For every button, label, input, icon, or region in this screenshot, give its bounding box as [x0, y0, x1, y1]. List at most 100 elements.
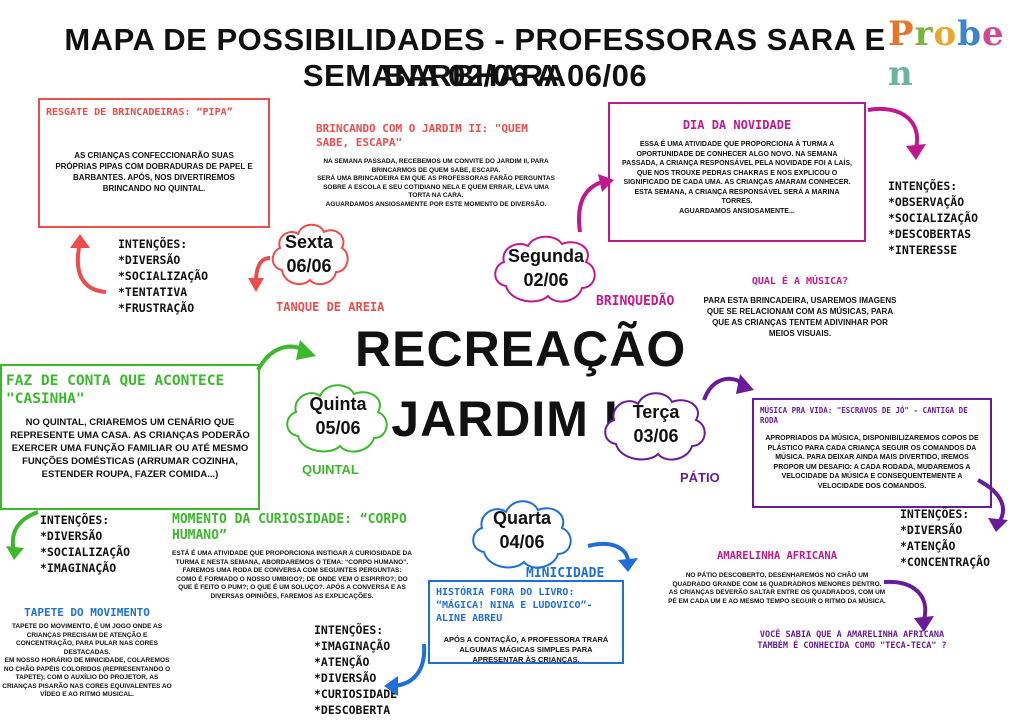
tapete-p1: TAPETE DO MOVIMENTO, É UM JOGO ONDE AS C… — [11, 623, 163, 656]
jardim2-p2: SERÁ UMA BRINCADEIRA EM QUE AS PROFESSOR… — [317, 175, 555, 199]
musica-title: QUAL É A MÚSICA? — [751, 276, 849, 287]
logo-letter: n — [888, 54, 914, 94]
intencao-item: *ATENÇÃO — [900, 539, 956, 553]
curiosidade-title: MOMENTO DA CURIOSIDADE: “CORPO HUMANO” — [172, 512, 407, 543]
novidade-title: DIA DA NOVIDADE — [682, 118, 792, 132]
intencao-item: *DIVERSÃO — [900, 523, 963, 537]
quinta-location: QUINTAL — [302, 462, 359, 477]
purple-arrow-bottom — [883, 579, 934, 632]
segunda-intencoes-label: INTENÇÕES: — [888, 179, 958, 193]
intencao-item: *SOCIALIZAÇÃO — [888, 211, 979, 225]
jardim2-p1: NA SEMANA PASSADA, RECEBEMOS UM CONVITE … — [323, 158, 549, 174]
amarelinha-p1: NO PÁTIO DESCOBERTO, DESENHAREMOS NO CHÃ… — [672, 572, 882, 588]
segunda-location: BRINQUEDÃO — [596, 294, 675, 309]
quarta-day-name: Quarta — [492, 508, 552, 528]
purple-arrow-right — [977, 478, 1008, 532]
terca-intencoes: INTENÇÕES: *DIVERSÃO *ATENÇÃO *CONCENTRAÇÃ… — [900, 506, 990, 570]
intencao-item: *TENTATIVA — [118, 285, 188, 299]
historia-card: HISTÓRIA FORA DO LIVRO: “MÁGICA! NINA E … — [428, 580, 624, 664]
sexta-day-cloud: Sexta 06/06 — [268, 218, 350, 290]
sexta-intencoes: INTENÇÕES: *DIVERSÃO *SOCIALIZAÇÃO *TENTAT… — [118, 236, 208, 316]
quarta-intencoes-list: *IMAGINAÇÃO*ATENÇÃO*DIVERSÃO*CURIOSIDADE… — [314, 638, 397, 718]
terca-day-date: 03/06 — [633, 426, 679, 446]
quarta-day-cloud: Quarta 04/06 — [468, 494, 576, 574]
proben-logo: Proben — [888, 14, 1024, 94]
sexta-location: TANQUE DE AREIA — [276, 300, 385, 314]
novidade-p1: ESSA É UMA ATIVIDADE QUE PROPORCIONA À T… — [622, 141, 852, 186]
intencao-item: *OBSERVAÇÃO — [888, 195, 965, 209]
quinta-intencoes-list: *DIVERSÃO*SOCIALIZAÇÃO*IMAGINAÇÃO — [40, 528, 130, 576]
logo-letter: b — [957, 14, 982, 54]
segunda-intencoes: INTENÇÕES: *OBSERVAÇÃO*SOCIALIZAÇÃO*DESC… — [888, 178, 978, 258]
terca-intencoes-list: *DIVERSÃO *ATENÇÃO *CONCENTRAÇÃO — [900, 522, 990, 570]
jardim2-p3: AGUARDAMOS ANSIOSAMENTE POR ESTE MOMENTO… — [325, 200, 547, 208]
purple-arrow-top — [702, 374, 754, 401]
sexta-intencoes-list: *DIVERSÃO *SOCIALIZAÇÃO *TENTATIVA *FRUSTRA… — [118, 252, 208, 316]
intencao-item: *INTERESSE — [888, 243, 958, 257]
quinta-intencoes: INTENÇÕES: *DIVERSÃO*SOCIALIZAÇÃO*IMAGIN… — [40, 512, 130, 576]
novidade-p3: AGUARDAMOS ANSIOSAMENTE... — [679, 207, 795, 215]
logo-letter: o — [933, 14, 958, 54]
amarelinha-title: AMARELINHA AFRICANA — [716, 550, 838, 562]
amarelinha-section: AMARELINHA AFRICANA NO PÁTIO DESCOBERTO,… — [668, 550, 886, 606]
terca-day-name: Terça — [632, 402, 680, 422]
musica-vida-title: MÚSICA PRA VIDA: "ESCRAVOS DE JÓ" - CANT… — [760, 406, 968, 425]
magenta-arrow-left — [577, 174, 614, 233]
intencao-item: *SOCIALIZAÇÃO — [40, 545, 131, 559]
intencao-item: *FRUSTRAÇÃO — [118, 301, 195, 315]
segunda-day-cloud: Segunda 02/06 — [490, 230, 602, 308]
musica-text: PARA ESTA BRINCADEIRA, USAREMOS IMAGENS … — [703, 296, 897, 338]
jardim2-section: BRINCANDO COM O JARDIM II: "QUEM SABE, E… — [316, 122, 556, 209]
red-arrow-left — [70, 234, 107, 294]
pipa-card: RESGATE DE BRINCADEIRAS: “PIPA” AS CRIAN… — [38, 98, 270, 228]
intencao-item: *DESCOBERTA — [314, 703, 391, 717]
intencao-item: *DIVERSÃO — [40, 529, 103, 543]
center-title-line-1: RECREAÇÃO — [355, 321, 687, 377]
curiosidade-p1: ESTÁ É UMA ATIVIDADE QUE PROPORCIONA INS… — [172, 550, 412, 566]
quarta-intencoes-label: INTENÇÕES: — [314, 623, 384, 637]
page-title-line-2: SEMANA 02/06 A 06/06 — [302, 58, 648, 93]
terca-intencoes-label: INTENÇÕES: — [900, 507, 970, 521]
sexta-intencoes-label: INTENÇÕES: — [118, 237, 188, 251]
novidade-p2: ESTA SEMANA, A CRIANÇA RESPONSÁVEL SERÁ … — [634, 188, 840, 206]
quarta-intencoes: INTENÇÕES: *IMAGINAÇÃO*ATENÇÃO*DIVERSÃO*… — [314, 622, 397, 718]
page-title-line-1: MAPA DE POSSIBILIDADES - PROFESSORAS SAR… — [64, 22, 886, 93]
quinta-day-name: Quinta — [309, 394, 367, 414]
magenta-arrow-right — [867, 106, 926, 160]
quarta-location: MINICIDADE — [526, 566, 605, 581]
segunda-intencoes-list: *OBSERVAÇÃO*SOCIALIZAÇÃO*DESCOBERTAS*INT… — [888, 194, 978, 258]
musica-vida-card: MÚSICA PRA VIDA: "ESCRAVOS DE JÓ" - CANT… — [752, 398, 992, 508]
blue-arrow-right — [587, 541, 638, 572]
terca-location: PÁTIO — [680, 470, 720, 485]
terca-day-cloud: Terça 03/06 — [600, 386, 712, 466]
quarta-day-date: 04/06 — [499, 532, 545, 552]
intencao-item: *CONCENTRAÇÃO — [900, 555, 991, 569]
quinta-intencoes-label: INTENÇÕES: — [40, 513, 110, 527]
amarelinha-question: VOCÊ SABIA QUE A AMARELINHA AFRICANA TAM… — [757, 630, 947, 651]
green-arrow-left — [6, 510, 39, 560]
casinha-title: FAZ DE CONTA QUE ACONTECE "CASINHA" — [6, 373, 225, 407]
musica-vida-text: APROPRIADOS DA MÚSICA, DISPONIBILIZAREMO… — [765, 435, 979, 490]
casinha-text: NO QUINTAL, CRIAREMOS UM CENÁRIO QUE REP… — [10, 417, 250, 480]
intencao-item: *ATENÇÃO — [314, 655, 370, 669]
green-arrow-top — [256, 340, 316, 372]
intencao-item: *CURIOSIDADE — [314, 687, 398, 701]
sexta-day-name: Sexta — [284, 232, 334, 252]
pipa-text: AS CRIANÇAS CONFECCIONARÃO SUAS PRÓPRIAS… — [55, 151, 253, 193]
historia-text: APÓS A CONTAÇÃO, A PROFESSORA TRARÁ ALGU… — [443, 635, 609, 664]
amarelinha-p2: AS CRIANÇAS DEVERÃO SALTAR ENTRE OS QUAD… — [668, 589, 886, 605]
novidade-card: DIA DA NOVIDADE ESSA É UMA ATIVIDADE QUE… — [608, 102, 866, 242]
quinta-day-date: 05/06 — [315, 418, 361, 438]
jardim2-title: BRINCANDO COM O JARDIM II: "QUEM SABE, E… — [316, 122, 528, 149]
pipa-title: RESGATE DE BRINCADEIRAS: “PIPA” — [46, 107, 233, 118]
intencao-item: *IMAGINAÇÃO — [314, 639, 391, 653]
casinha-card: FAZ DE CONTA QUE ACONTECE "CASINHA" NO Q… — [0, 364, 260, 510]
segunda-day-date: 02/06 — [523, 270, 569, 290]
red-arrow-right — [248, 256, 271, 292]
sexta-day-date: 06/06 — [286, 256, 332, 276]
intencao-item: *SOCIALIZAÇÃO — [118, 269, 209, 283]
intencao-item: *DIVERSÃO — [118, 253, 181, 267]
curiosidade-section: MOMENTO DA CURIOSIDADE: “CORPO HUMANO” E… — [172, 512, 412, 601]
segunda-day-name: Segunda — [507, 246, 584, 266]
tapete-title: TAPETE DO MOVIMENTO — [24, 606, 150, 619]
